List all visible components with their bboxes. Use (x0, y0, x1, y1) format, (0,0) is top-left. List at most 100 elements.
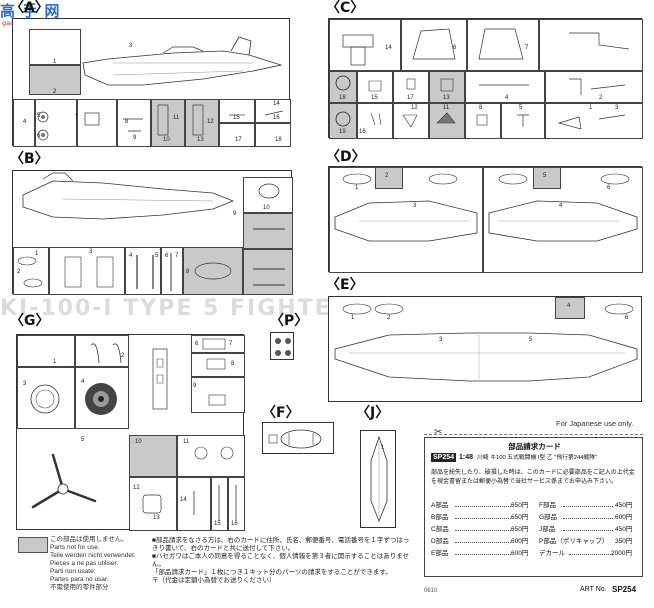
order-item-j-dots (563, 530, 613, 531)
panel-label-e: 〈E〉 (326, 277, 364, 293)
part-g6-7-cell (191, 335, 245, 353)
canopy-drawing (268, 429, 322, 449)
sprue-g: 1 2 3 4 5 6 7 8 9 10 11 12 13 14 15 16 (16, 334, 245, 531)
part-number-a2: 2 (53, 89, 57, 95)
order-item-e-dots (455, 554, 511, 555)
order-item-d-label: D部品 (431, 538, 449, 545)
part-number-e3: 3 (439, 337, 443, 343)
part-number-b10: 10 (263, 205, 270, 211)
order-item-a-price: 650円 (511, 502, 529, 509)
part-number-e5: 5 (529, 337, 533, 343)
part-number-b5: 5 (155, 253, 159, 259)
fuselage-half-a-drawing (37, 36, 284, 141)
part-a4-cell (13, 99, 35, 147)
part-number-a15: 15 (233, 115, 240, 121)
sprue-p (270, 332, 294, 360)
part-number-b2: 2 (17, 269, 21, 275)
part-number-g8: 8 (231, 361, 235, 367)
part-c8-cell (465, 103, 501, 139)
kit-name: 川崎 キ100 五式戦闘機 I型 乙 "飛行第244戦隊" (477, 455, 598, 461)
part-b6-7-cell (161, 247, 183, 295)
order-item-e-label: E部品 (431, 550, 449, 557)
legend-line-3: Teile werden nicht verwendet. (50, 552, 136, 559)
order-item-p-price: 350円 (615, 538, 633, 545)
part-number-g10: 10 (135, 439, 142, 445)
part-number-g6: 6 (195, 341, 199, 347)
part-number-e4: 4 (567, 303, 571, 309)
order-item-d-dots (455, 542, 511, 543)
part-number-b4: 4 (129, 253, 133, 259)
part-number-b1: 1 (35, 251, 39, 257)
art-no-label: ART No. (580, 586, 607, 593)
part-b9b-cell (243, 249, 293, 295)
part-number-b3: 3 (89, 249, 93, 255)
part-number-g2: 2 (121, 353, 125, 359)
wing-upper-drawing (334, 303, 638, 382)
order-instructions: 部品を紛失したり、破損した時は、このカードに必要部品をご記入の上代金を現金書留ま… (431, 470, 635, 485)
part-number-c2: 2 (599, 95, 603, 101)
sprue-g-drawing (30, 338, 237, 521)
footer-code: 0610 (424, 588, 438, 594)
part-number-c1: 1 (589, 105, 593, 111)
part-number-d5: 5 (543, 173, 547, 179)
part-number-d3: 3 (413, 203, 417, 209)
order-item-j-label: J部品 (539, 526, 556, 533)
part-c16-cell (357, 103, 393, 139)
sprue-j: 1 (360, 430, 396, 528)
order-item-p-label: P部品（ポリキャップ） (539, 538, 609, 545)
part-number-d2: 2 (385, 173, 389, 179)
order-notes: ■部品請求をなさる方は、右のカードに住所、氏名、郵便番号、電話番号を１字ずつはっ… (152, 537, 414, 585)
part-number-c8: 8 (479, 105, 483, 111)
order-item-b-dots (455, 518, 511, 519)
part-number-a17: 17 (235, 137, 242, 143)
part-a14-cell (219, 99, 255, 123)
part-g15-cell (211, 477, 228, 531)
part-number-g16: 16 (231, 521, 238, 527)
part-number-g1: 1 (53, 359, 57, 365)
part-number-a7: 7 (75, 115, 79, 121)
part-g8-cell (191, 353, 245, 377)
art-no-value: SP254 (612, 585, 637, 594)
part-a17-18-cell (255, 123, 291, 147)
sprue-d-right-half (483, 167, 643, 273)
polycap-drawing (275, 338, 291, 356)
part-number-a8: 8 (125, 119, 129, 125)
panel-label-j: 〈J〉 (356, 405, 390, 421)
part-number-a1: 1 (53, 59, 57, 65)
part-c7-cell (467, 19, 539, 71)
order-item-c-dots (455, 530, 511, 531)
part-g2-cell (75, 335, 129, 367)
sprue-c: 14 6 7 18 15 17 13 4 2 19 16 12 11 8 5 1… (328, 18, 643, 139)
part-number-g12: 12 (133, 485, 140, 491)
part-number-g14: 14 (180, 497, 187, 503)
order-item-e-price: 600円 (511, 550, 529, 557)
order-item-g-dots (563, 518, 613, 519)
part-number-a18: 18 (275, 137, 282, 143)
part-c17-cell (393, 71, 429, 103)
panel-label-b: 〈B〉 (10, 151, 49, 167)
part-number-c11: 11 (443, 105, 450, 111)
part-number-a3: 3 (129, 43, 133, 49)
part-number-a10: 10 (163, 137, 170, 143)
order-item-b-label: B部品 (431, 514, 449, 521)
part-g16-cell (228, 477, 245, 531)
part-number-d4: 4 (559, 203, 563, 209)
part-number-c6: 6 (453, 45, 457, 51)
fuselage-half-b-drawing (17, 172, 285, 291)
order-item-a-label: A部品 (431, 502, 449, 509)
scissors-icon: ✂ (434, 427, 443, 438)
sprue-b: 9 10 1 2 3 4 5 6 7 8 (12, 170, 293, 295)
part-number-e2: 2 (387, 315, 391, 321)
sprue-f (262, 422, 334, 454)
legend-line-6: Partes para no usar. (50, 576, 109, 583)
kit-code-badge: SP254 (431, 453, 457, 462)
part-number-a13: 13 (197, 137, 204, 143)
order-item-decal-price: 2000円 (611, 550, 632, 557)
order-card-title: 部品請求カード (508, 442, 561, 451)
order-item-c-label: C部品 (431, 526, 449, 533)
panel-label-g: 〈G〉 (10, 313, 50, 329)
part-number-e6: 6 (625, 315, 629, 321)
part-b8-cell (183, 247, 243, 295)
part-number-b8: 8 (186, 269, 190, 275)
part-number-j1: 1 (381, 445, 385, 451)
